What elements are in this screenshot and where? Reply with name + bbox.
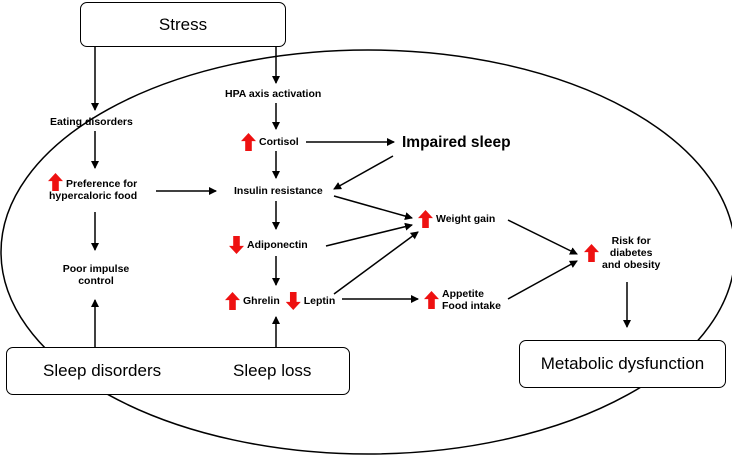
edge-adiponectin-weight — [325, 222, 413, 247]
up-arrow-icon — [424, 291, 439, 309]
weight-gain-node: Weight gain — [418, 209, 495, 229]
cortisol-label: Cortisol — [259, 135, 299, 148]
up-arrow-icon — [418, 210, 433, 228]
up-arrow-icon — [241, 133, 256, 151]
appetite-node: Appetite Food intake — [424, 285, 501, 315]
cortisol-node: Cortisol — [241, 132, 299, 152]
adiponectin-label: Adiponectin — [247, 238, 308, 251]
weight-gain-label: Weight gain — [436, 212, 496, 225]
poor-impulse-line1: Poor impulse — [62, 262, 130, 275]
edge-impaired-insulin — [333, 155, 394, 190]
stress-box: Stress — [80, 2, 286, 47]
risk-line1: Risk for — [611, 234, 651, 247]
up-arrow-icon — [225, 292, 240, 310]
adiponectin-node: Adiponectin — [229, 235, 308, 255]
appetite-line2: Food intake — [442, 300, 501, 312]
up-arrow-icon — [584, 244, 599, 262]
down-arrow-icon — [229, 236, 244, 254]
edge-leptin-weight — [333, 231, 419, 295]
edge-appetite-risk — [507, 260, 578, 300]
impaired-sleep-node: Impaired sleep — [402, 134, 511, 152]
sleep-disorders-label: Sleep disorders — [43, 361, 162, 380]
sleep-box: Sleep disorders Sleep loss — [6, 347, 350, 395]
ghrelin-label: Ghrelin — [243, 294, 280, 307]
hpa-axis-node: HPA axis activation — [225, 87, 322, 100]
edge-insulin-weight — [333, 195, 413, 220]
preference-line2: hypercaloric food — [49, 190, 138, 202]
edge-weight-risk — [507, 219, 578, 255]
eating-disorders-node: Eating disorders — [50, 115, 133, 128]
appetite-line1: Appetite — [442, 287, 484, 300]
ghrelin-leptin-node: Ghrelin Leptin — [225, 291, 335, 311]
outer-ellipse — [0, 49, 732, 455]
metabolic-dysfunction-box: Metabolic dysfunction — [519, 340, 726, 388]
preference-node: Preference for hypercaloric food — [48, 173, 137, 207]
sleep-loss-label: Sleep loss — [233, 361, 312, 380]
poor-impulse-line2: control — [78, 275, 114, 287]
risk-line3: and obesity — [602, 259, 661, 272]
down-arrow-icon — [285, 292, 301, 310]
poor-impulse-node: Poor impulse control — [58, 260, 134, 290]
risk-node: Risk for diabetes and obesity — [584, 232, 660, 274]
leptin-label: Leptin — [303, 294, 336, 307]
risk-line2: diabetes — [609, 246, 653, 259]
insulin-resistance-node: Insulin resistance — [234, 184, 323, 197]
preference-line1: Preference for — [66, 177, 138, 190]
